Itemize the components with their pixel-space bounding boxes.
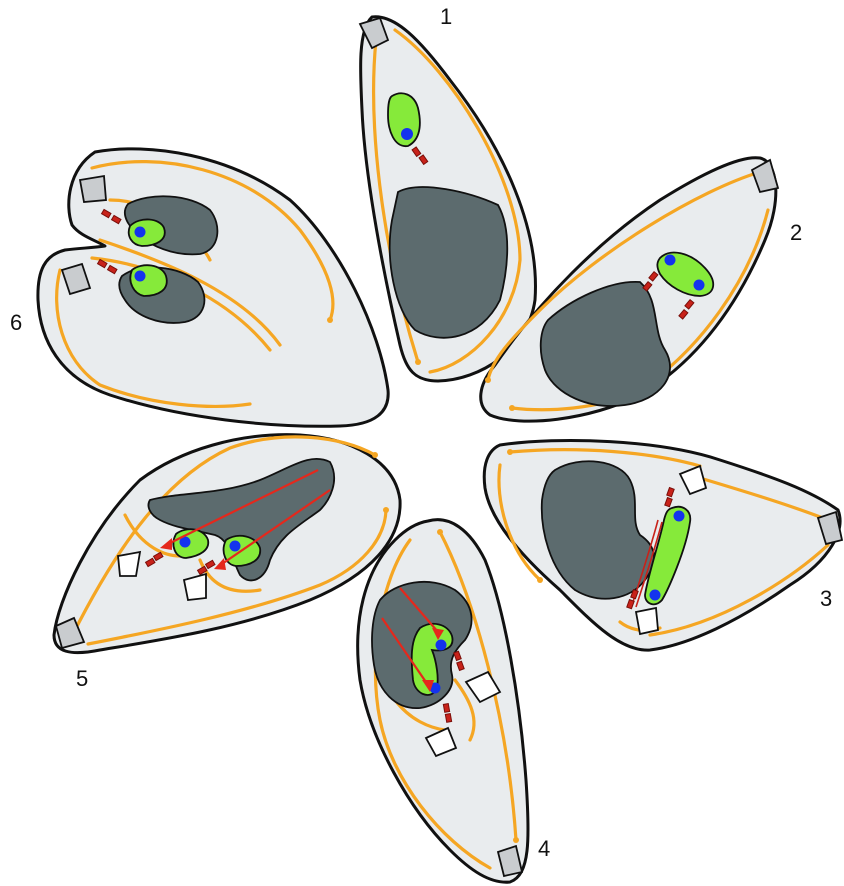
cell-stage-3: 3 bbox=[484, 440, 842, 650]
nucleolus bbox=[230, 541, 241, 552]
microtubule-end bbox=[485, 377, 491, 383]
stage-label-6: 6 bbox=[10, 310, 22, 335]
microtubule-end bbox=[415, 359, 421, 365]
nucleus bbox=[129, 219, 165, 246]
stage-label-1: 1 bbox=[440, 4, 452, 29]
microtubule-end bbox=[383, 507, 389, 513]
microtubule-end bbox=[437, 529, 443, 535]
stage-label-2: 2 bbox=[790, 220, 802, 245]
microtubule-end bbox=[537, 577, 543, 583]
cell-stage-1: 1 bbox=[360, 4, 535, 381]
microtubule-end bbox=[372, 452, 378, 458]
nucleolus bbox=[135, 271, 146, 282]
nucleolus bbox=[135, 227, 146, 238]
microtubule-end bbox=[513, 837, 519, 843]
stage-label-4: 4 bbox=[538, 836, 550, 861]
cell-stage-4: 4 bbox=[358, 520, 551, 882]
stage-label-3: 3 bbox=[820, 586, 832, 611]
cell-stage-6: 6 bbox=[10, 149, 388, 426]
nucleolus bbox=[694, 280, 705, 291]
nucleolus bbox=[674, 511, 685, 522]
cell-body-4 bbox=[358, 520, 528, 882]
nucleolus bbox=[665, 255, 676, 266]
nucleus bbox=[130, 265, 166, 296]
stage-label-5: 5 bbox=[76, 666, 88, 691]
nucleolus bbox=[436, 640, 447, 651]
microtubule-end bbox=[509, 405, 515, 411]
nucleolus bbox=[401, 128, 413, 140]
cell-stage-5: 5 bbox=[54, 435, 400, 691]
nucleolus bbox=[650, 590, 661, 601]
microtubule-end bbox=[507, 449, 513, 455]
vacuole bbox=[390, 187, 507, 338]
microtubule-end bbox=[327, 317, 333, 323]
